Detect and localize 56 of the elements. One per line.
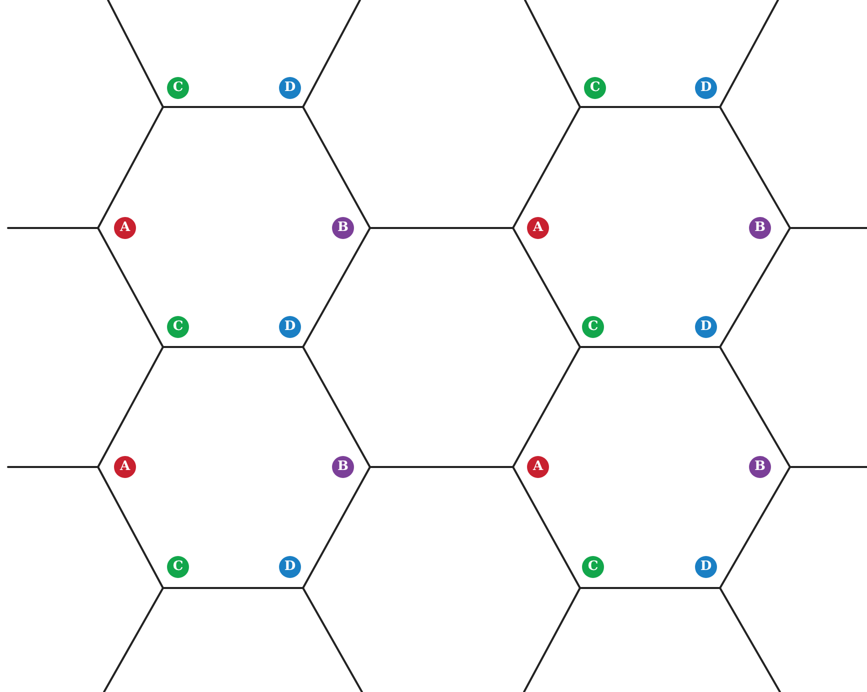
lattice-line <box>523 587 581 692</box>
lattice-line <box>7 466 99 468</box>
lattice-line <box>162 587 304 589</box>
vertex-label: C <box>167 77 189 99</box>
vertex-label: C <box>167 316 189 338</box>
lattice-line <box>512 346 581 468</box>
vertex-label: D <box>695 556 717 578</box>
lattice-line <box>162 346 304 348</box>
lattice-line <box>302 0 361 108</box>
lattice-line <box>302 346 371 468</box>
vertex-label: B <box>749 456 771 478</box>
lattice-line <box>524 0 581 108</box>
lattice-line <box>103 587 164 692</box>
lattice-line <box>719 587 781 692</box>
lattice-line <box>579 106 721 108</box>
lattice-line <box>107 0 164 108</box>
lattice-line <box>579 587 721 589</box>
vertex-label: C <box>582 316 604 338</box>
vertex-label: A <box>527 217 549 239</box>
vertex-label: A <box>114 217 136 239</box>
lattice-line <box>789 227 867 229</box>
vertex-label: B <box>749 217 771 239</box>
vertex-label: D <box>695 77 717 99</box>
lattice-line <box>97 106 164 229</box>
vertex-label: D <box>279 77 301 99</box>
lattice-line <box>369 227 514 229</box>
lattice-line <box>302 227 371 348</box>
lattice-line <box>97 227 164 348</box>
lattice-line <box>369 466 514 468</box>
vertex-label: D <box>279 316 301 338</box>
lattice-line <box>512 466 581 589</box>
lattice-line <box>789 466 867 468</box>
vertex-label: C <box>582 556 604 578</box>
lattice-line <box>719 227 791 348</box>
vertex-label: A <box>527 456 549 478</box>
lattice-line <box>302 587 363 692</box>
lattice-line <box>97 346 164 468</box>
vertex-label: A <box>114 456 136 478</box>
vertex-label: B <box>332 456 354 478</box>
lattice-line <box>302 466 371 589</box>
lattice-line <box>719 106 791 229</box>
lattice-line <box>512 227 581 348</box>
lattice-line <box>579 346 721 348</box>
vertex-label: C <box>167 556 189 578</box>
lattice-line <box>512 106 581 229</box>
lattice-line <box>162 106 304 108</box>
vertex-label: C <box>584 77 606 99</box>
lattice-line <box>302 106 371 229</box>
vertex-label: D <box>695 316 717 338</box>
vertex-label: B <box>332 217 354 239</box>
lattice-line <box>7 227 99 229</box>
vertex-label: D <box>279 556 301 578</box>
lattice-line <box>97 466 164 589</box>
lattice-line <box>719 346 791 468</box>
lattice-line <box>719 0 779 108</box>
lattice-line <box>719 466 791 589</box>
